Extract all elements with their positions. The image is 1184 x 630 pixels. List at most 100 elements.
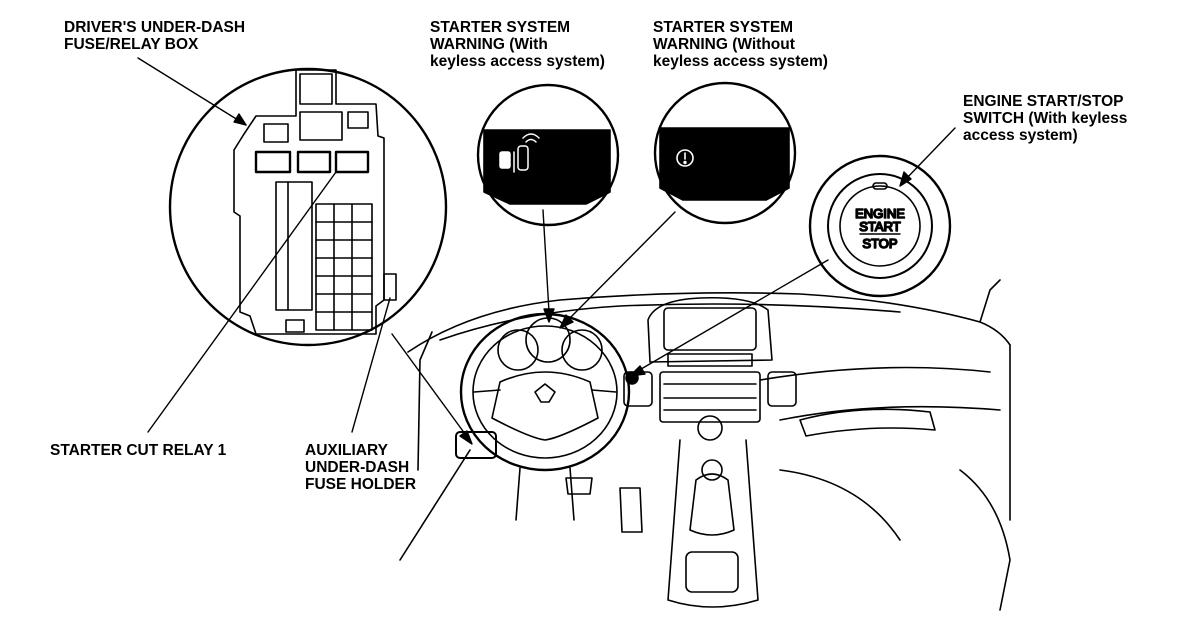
display-no-keyless-line-1: CHECK: [712, 140, 749, 152]
start-stop-indicator: [872, 182, 888, 190]
dash-knee-panel: [779, 405, 1001, 421]
center-stack-bezel: [647, 296, 773, 363]
leader-warning-no-keyless: [565, 211, 676, 323]
shift-knob: [701, 459, 723, 481]
dash-top-inner: [439, 303, 901, 341]
display-keyless-line-3: STARTING: [546, 162, 598, 174]
audio-panel: [659, 371, 761, 423]
label-warning-no-keyless: STARTER SYSTEM WARNING (Without keyless …: [653, 19, 828, 70]
start-stop-button: [839, 185, 921, 267]
label-aux-fuse-holder-line-3: FUSE HOLDER: [305, 476, 417, 493]
label-warning-no-keyless-line-2: WARNING (Without: [653, 36, 795, 53]
dash-start-button: [625, 371, 639, 385]
leader-under-dash-arrow: [459, 430, 473, 445]
starter-cut-relay-1: [334, 150, 370, 174]
shifter-boot: [689, 473, 735, 536]
key-fob-warning-icon: [499, 133, 540, 173]
gauge-center: [525, 317, 571, 363]
floor-right: [779, 469, 901, 541]
button-line-2: START: [859, 219, 900, 234]
fuse-box-detail: [168, 67, 448, 347]
steering-spoke-left: [473, 389, 501, 393]
label-warning-no-keyless-line-1: STARTER SYSTEM: [653, 19, 794, 36]
label-start-stop-switch-line-2: SWITCH (With keyless: [963, 110, 1128, 127]
label-fuse-box: DRIVER'S UNDER-DASH FUSE/RELAY BOX: [64, 19, 245, 53]
console-lid: [685, 551, 739, 593]
label-warning-no-keyless-line-3: keyless access system): [653, 53, 828, 70]
start-stop-circle: [808, 154, 952, 298]
label-start-stop-switch-line-1: ENGINE START/STOP: [963, 93, 1124, 110]
display-no-keyless-text: CHECK STARTING SYSTEM: [711, 139, 765, 179]
relay-left: [254, 150, 292, 174]
under-dash-fuse-holder: [455, 431, 497, 459]
button-text: ENGINE START STOP: [854, 205, 906, 252]
right-seat: [959, 469, 1011, 611]
vent-left: [623, 371, 653, 407]
leader-under-dash: [391, 333, 469, 439]
fuse-box-circle: [168, 67, 448, 347]
center-console: [667, 439, 759, 608]
display-no-keyless-line-2: STARTING: [712, 153, 764, 165]
fuse-box-slot-c: [347, 111, 369, 129]
warning-keyless-detail: [476, 83, 620, 227]
leader-aux-fuse: [351, 297, 391, 433]
a-pillar-left: [417, 331, 433, 471]
left-sill: [399, 449, 471, 561]
label-aux-fuse-holder-line-2: UNDER-DASH: [305, 459, 410, 476]
label-aux-fuse-holder: AUXILIARY UNDER-DASH FUSE HOLDER: [305, 442, 416, 493]
fuse-box-slot-b: [299, 111, 343, 141]
vent-right: [767, 371, 797, 407]
warning-no-keyless-circle: [653, 81, 797, 225]
label-warning-keyless-line-3: keyless access system): [430, 53, 605, 70]
warning-keyless-display: [483, 129, 611, 205]
button-line-1: ENGINE: [855, 206, 905, 221]
audio-knob: [697, 415, 723, 441]
leader-fuse-box-arrow: [233, 113, 247, 126]
steering-wheel-outer: [459, 312, 631, 472]
aux-fuse-holder-part: [383, 273, 397, 301]
label-fuse-box-line-2: FUSE/RELAY BOX: [64, 36, 199, 53]
dash-right-edge: [979, 279, 1011, 521]
warning-no-keyless-display: [659, 127, 790, 201]
cockpit: [399, 279, 1011, 611]
display-keyless-line-4: SYSTEM: [546, 175, 589, 187]
fuse-box-slot-a: [263, 123, 289, 143]
exclamation-circle-icon: [676, 149, 694, 167]
fuse-box-bottom-tab: [285, 319, 305, 333]
display-keyless-line-2: KEYLESS: [546, 149, 594, 161]
leader-fuse-box: [137, 57, 247, 126]
steering-emblem: [534, 383, 556, 403]
start-stop-bezel: [827, 173, 933, 279]
fuse-bank: [315, 203, 373, 331]
start-stop-detail: [808, 154, 952, 298]
label-start-stop-switch-line-3: access system): [963, 127, 1078, 144]
leader-lines: [137, 57, 956, 445]
hazard-strip: [667, 353, 753, 367]
fuse-box-top-tab: [299, 73, 333, 105]
fuse-box-connector-left: [275, 181, 313, 311]
button-line-3: STOP: [862, 236, 897, 251]
glove-box: [799, 408, 936, 437]
dash-lower-line: [759, 366, 991, 381]
leader-start-switch: [904, 127, 956, 181]
warning-no-keyless-detail: [653, 81, 797, 225]
label-fuse-box-line-1: DRIVER'S UNDER-DASH: [64, 19, 246, 36]
label-warning-keyless-line-2: WARNING (With: [430, 36, 548, 53]
label-warning-keyless-line-1: STARTER SYSTEM: [430, 19, 571, 36]
steering-column: [515, 467, 575, 521]
gauge-left: [497, 329, 539, 371]
pedal-brake: [565, 477, 593, 495]
leader-starter-relay: [147, 171, 337, 433]
display-keyless-text: CHECK KEYLESS STARTING SYSTEM: [545, 135, 599, 188]
display-no-keyless-line-3: SYSTEM: [712, 166, 755, 178]
label-starter-cut-relay: STARTER CUT RELAY 1: [50, 442, 226, 459]
warning-keyless-circle: [476, 83, 620, 227]
navigation-screen: [663, 307, 757, 351]
steering-spoke-right: [591, 389, 617, 393]
label-aux-fuse-holder-line-1: AUXILIARY: [305, 442, 388, 459]
label-warning-keyless: STARTER SYSTEM WARNING (With keyless acc…: [430, 19, 605, 70]
label-starter-cut-relay-line-1: STARTER CUT RELAY 1: [50, 442, 227, 459]
gauge-right: [561, 329, 603, 371]
